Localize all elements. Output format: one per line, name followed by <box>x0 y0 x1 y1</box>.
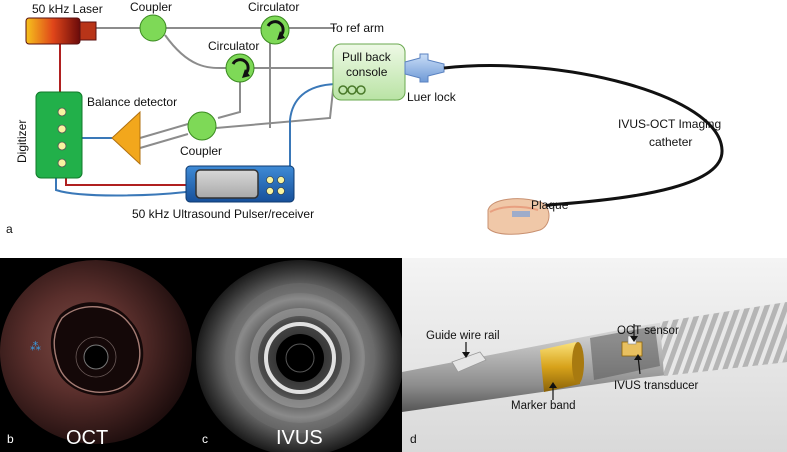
panel-a-letter: a <box>6 222 13 236</box>
laser-label: 50 kHz Laser <box>32 2 103 16</box>
to-ref-arm-label: To ref arm <box>330 21 384 35</box>
pulser-label: 50 kHz Ultrasound Pulser/receiver <box>132 207 314 221</box>
panel-d-letter: d <box>410 432 417 446</box>
marker-band-label: Marker band <box>511 400 576 412</box>
catheter-label-line1: IVUS-OCT Imaging <box>618 117 721 131</box>
circulator-top-arrow-icon <box>266 20 285 38</box>
panel-c-label: IVUS <box>276 427 323 449</box>
circulator-top-arrowhead-icon <box>277 31 285 40</box>
luer-lock-label: Luer lock <box>407 90 457 104</box>
panel-d: Guide wire rail OCT sensor Marker band I… <box>402 258 787 452</box>
ultrasound-pulser <box>185 165 295 203</box>
marker-band <box>540 342 584 392</box>
panel-b: ⁂ b OCT <box>0 258 196 452</box>
digitizer-label: Digitizer <box>15 120 29 163</box>
ivus-transducer-label: IVUS transducer <box>614 380 699 392</box>
annotation-arrowheads <box>462 336 642 388</box>
pullback-label-line2: console <box>346 65 388 79</box>
digitizer <box>35 91 83 179</box>
circulator-mid-arrowhead-icon <box>242 69 250 78</box>
circulator-top-label: Circulator <box>248 0 299 14</box>
guide-wire-rail <box>451 351 487 373</box>
ivus-cable-line <box>289 83 337 168</box>
panel-b-label: OCT <box>66 427 108 449</box>
ivus-signal-line <box>55 178 187 197</box>
luer-lock <box>404 53 445 83</box>
guide-wire-label: Guide wire rail <box>426 330 500 342</box>
pulser-trigger-line <box>65 178 186 186</box>
pullback-label-line1: Pull back <box>342 50 392 64</box>
panel-b-letter: b <box>7 432 14 446</box>
circulator-mid-arrow-icon <box>231 58 250 76</box>
laser <box>25 17 97 45</box>
coupler-bottom-label: Coupler <box>180 144 222 158</box>
balance-detector <box>111 110 141 166</box>
plaque-vessel <box>487 198 550 235</box>
plaque-label: Plaque <box>531 198 569 212</box>
coupler-top-label: Coupler <box>130 0 172 14</box>
optical-fibers <box>95 27 336 149</box>
oct-marker-icon: ⁂ <box>30 341 41 353</box>
oct-sensor-label: OCT sensor <box>617 325 679 337</box>
panel-a: 50 kHz Laser Coupler Circulator To ref a… <box>6 0 724 236</box>
panel-c: c IVUS <box>196 258 404 452</box>
coupler-bottom <box>187 111 217 141</box>
coupler-top <box>139 14 167 42</box>
balance-detector-label: Balance detector <box>87 95 177 109</box>
sensor-assembly <box>621 335 643 357</box>
drive-coil <box>660 302 787 376</box>
circulator-mid-label: Circulator <box>208 39 259 53</box>
panel-c-letter: c <box>202 432 208 446</box>
imaging-catheter <box>443 64 724 216</box>
catheter-label-line2: catheter <box>649 135 692 149</box>
